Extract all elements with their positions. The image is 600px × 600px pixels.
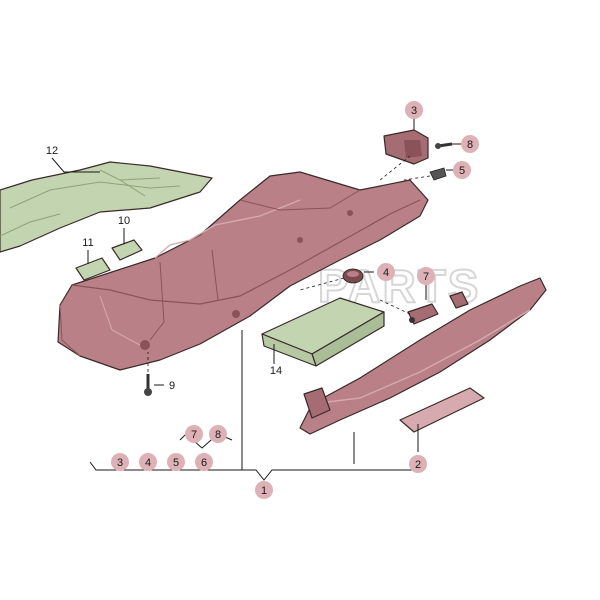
- part-3-latch-lock: [383, 129, 429, 165]
- callout-8-bottom: 8: [215, 429, 221, 441]
- part-5-clip-icon: [429, 167, 447, 181]
- callout-9: 9: [169, 380, 175, 392]
- part-9-bolt-icon: [144, 374, 152, 396]
- callout-5-right: 5: [459, 165, 465, 177]
- callout-14: 14: [270, 365, 282, 377]
- callout-1: 1: [261, 485, 267, 497]
- callout-8-right: 8: [467, 139, 473, 151]
- part-14-storage-tray: [261, 297, 385, 367]
- callout-6: 6: [201, 457, 207, 469]
- part-4-grommet-icon: [342, 268, 364, 284]
- part-10-switch: [111, 239, 143, 261]
- part-7-catch: [407, 303, 439, 325]
- callout-7-right: 7: [423, 271, 429, 283]
- callout-12: 12: [46, 145, 58, 157]
- part-8-screw-icon: [435, 142, 453, 149]
- part-11-lamp: [75, 257, 111, 281]
- callout-5-bottom: 5: [173, 457, 179, 469]
- callout-3-bottom: 3: [117, 457, 123, 469]
- callout-11: 11: [82, 237, 93, 249]
- part-12-insulation-panel: [0, 161, 213, 253]
- callout-2: 2: [415, 459, 421, 471]
- callout-numbers: 3 8 5 4 7 2 1 3 4 5 6 7 8 12 10 11 14 9: [46, 105, 473, 497]
- callout-badges: [111, 101, 479, 499]
- callout-4-bottom: 4: [145, 457, 151, 469]
- part-1-glovebox-housing: [57, 171, 429, 371]
- callout-10: 10: [118, 215, 130, 227]
- part-2-glovebox-lid: [299, 277, 547, 435]
- callout-7-bottom: 7: [191, 429, 197, 441]
- callout-4-right: 4: [383, 267, 389, 279]
- assembly-dashed-lines: [147, 155, 431, 372]
- callout-3-top: 3: [411, 105, 417, 117]
